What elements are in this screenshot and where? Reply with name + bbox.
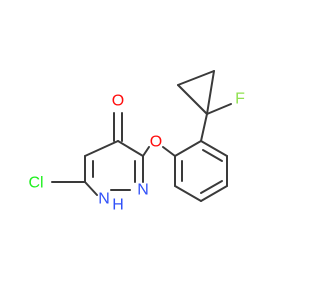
- bond-cp-f: [206, 103, 232, 115]
- bond-cp2: [177, 70, 215, 86]
- bond-c4-c3: [117, 140, 144, 157]
- bond-ar4: [200, 185, 228, 202]
- bond-c5-c4: [84, 140, 119, 157]
- atom-carbonyl-oxygen: O: [112, 93, 124, 110]
- atom-ring-nitrogen: N: [137, 182, 149, 199]
- atom-fluorine: F: [235, 91, 245, 108]
- atom-ring-nh-nitrogen: N: [98, 191, 110, 208]
- bond-ar-cyclopropyl: [200, 113, 208, 142]
- bond-ar4-double: [200, 180, 223, 194]
- bond-c3-oether: [142, 146, 150, 157]
- benzene-ring: [174, 140, 228, 202]
- bond-cp3: [177, 84, 208, 115]
- atom-chlorine: Cl: [28, 175, 43, 192]
- atom-ether-oxygen: O: [150, 134, 162, 151]
- bond-ar5: [174, 185, 202, 202]
- carbonyl-bond: [113, 112, 123, 142]
- pyridazinone-ring: [84, 140, 144, 196]
- bond-oether-c1: [162, 146, 176, 157]
- cyclopropane-ring: [177, 70, 215, 115]
- bond-ar1: [174, 140, 202, 157]
- molecule-structure: O O F N N H Cl: [28, 70, 245, 214]
- bond-ar2-double: [202, 149, 223, 162]
- bond-ar2: [200, 140, 228, 157]
- bond-cp1: [206, 70, 215, 115]
- bond-n1-c6: [84, 181, 98, 196]
- atom-nh-hydrogen: H: [112, 197, 124, 214]
